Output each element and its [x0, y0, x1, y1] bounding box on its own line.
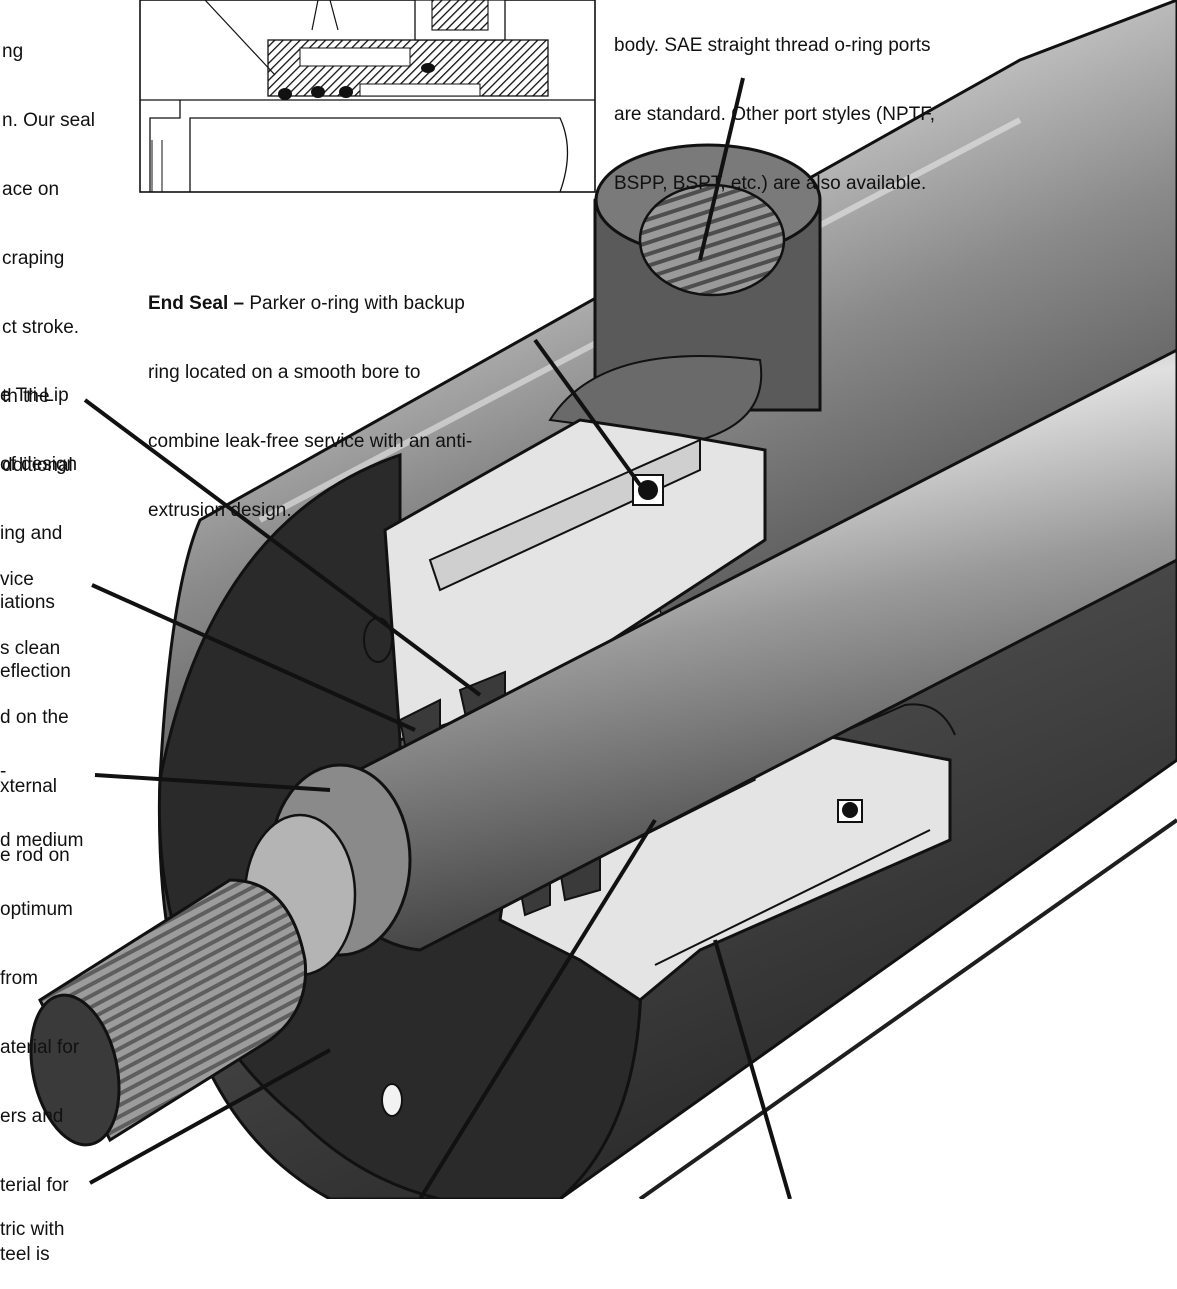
wiper-caption-line: xternal: [0, 776, 58, 797]
top-left-caption-line: ng: [2, 41, 24, 62]
rod-caption: - d medium optimum from aterial for ers …: [0, 714, 83, 1289]
top-left-caption-line: ace on: [2, 179, 60, 200]
port-caption-line: BSPP, BSPT, etc.) are also available.: [614, 173, 927, 194]
cylinder-cutaway-illustration: [29, 0, 1177, 1199]
port-caption-line: body. SAE straight thread o-ring ports: [614, 35, 931, 56]
port-boss: [548, 143, 822, 442]
top-left-caption: ng n. Our seal ace on craping ct stroke.…: [2, 0, 95, 500]
bottom-caption-line: tric with: [0, 1219, 65, 1240]
tri-lip-caption-line: iations: [0, 592, 55, 613]
rod-caption-line: from: [0, 968, 38, 989]
rod-caption-line: optimum: [0, 899, 73, 920]
end-seal-caption-line: extrusion design.: [148, 500, 292, 521]
tri-lip-caption-line: eflection: [0, 661, 71, 682]
tri-lip-caption-line: ing and: [0, 523, 63, 544]
rod-caption-line: d medium: [0, 830, 84, 851]
wiper-caption-line: vice: [0, 569, 34, 590]
tri-lip-caption-line: e Tri-Lip: [0, 385, 69, 406]
bottom-caption: tric with: [0, 1172, 64, 1264]
tri-lip-caption-line: of design: [0, 454, 78, 475]
tri-lip-caption: e Tri-Lip of design ing and iations efle…: [0, 338, 77, 706]
wiper-caption-line: e rod on: [0, 845, 70, 866]
end-seal-caption-line: combine leak-free service with an anti-: [148, 431, 473, 452]
piston-rod: [243, 348, 1177, 977]
top-left-caption-line: th the: [2, 386, 50, 407]
end-seal-caption-first-line: End Seal – Parker o-ring with backup: [148, 292, 472, 315]
top-left-caption-line: craping: [2, 248, 65, 269]
top-left-caption-line: ct stroke.: [2, 317, 80, 338]
end-seal-title: End Seal –: [148, 293, 245, 314]
wiper-caption-line: d on the: [0, 707, 69, 728]
rod-caption-line: aterial for: [0, 1037, 80, 1058]
end-seal-caption-line: ring located on a smooth bore to: [148, 362, 421, 383]
rod-caption-line: -: [0, 761, 7, 782]
top-left-caption-line: n. Our seal: [2, 110, 95, 131]
leader-lines: [83, 77, 792, 1199]
wiper-caption: vice s clean d on the xternal e rod on: [0, 522, 70, 890]
wiper-caption-line: s clean: [0, 638, 61, 659]
port-caption: body. SAE straight thread o-ring ports a…: [614, 0, 935, 218]
top-left-caption-line: dditional: [2, 455, 73, 476]
end-seal-caption: End Seal – Parker o-ring with backup rin…: [148, 246, 472, 545]
port-caption-line: are standard. Other port styles (NPTF,: [614, 104, 936, 125]
inset-section-drawing: [139, 0, 596, 193]
rod-thread: [29, 878, 308, 1147]
end-seal-first-line-rest: Parker o-ring with backup: [244, 293, 465, 314]
rod-caption-line: ers and: [0, 1106, 64, 1127]
rod-caption-line: terial for: [0, 1175, 69, 1196]
